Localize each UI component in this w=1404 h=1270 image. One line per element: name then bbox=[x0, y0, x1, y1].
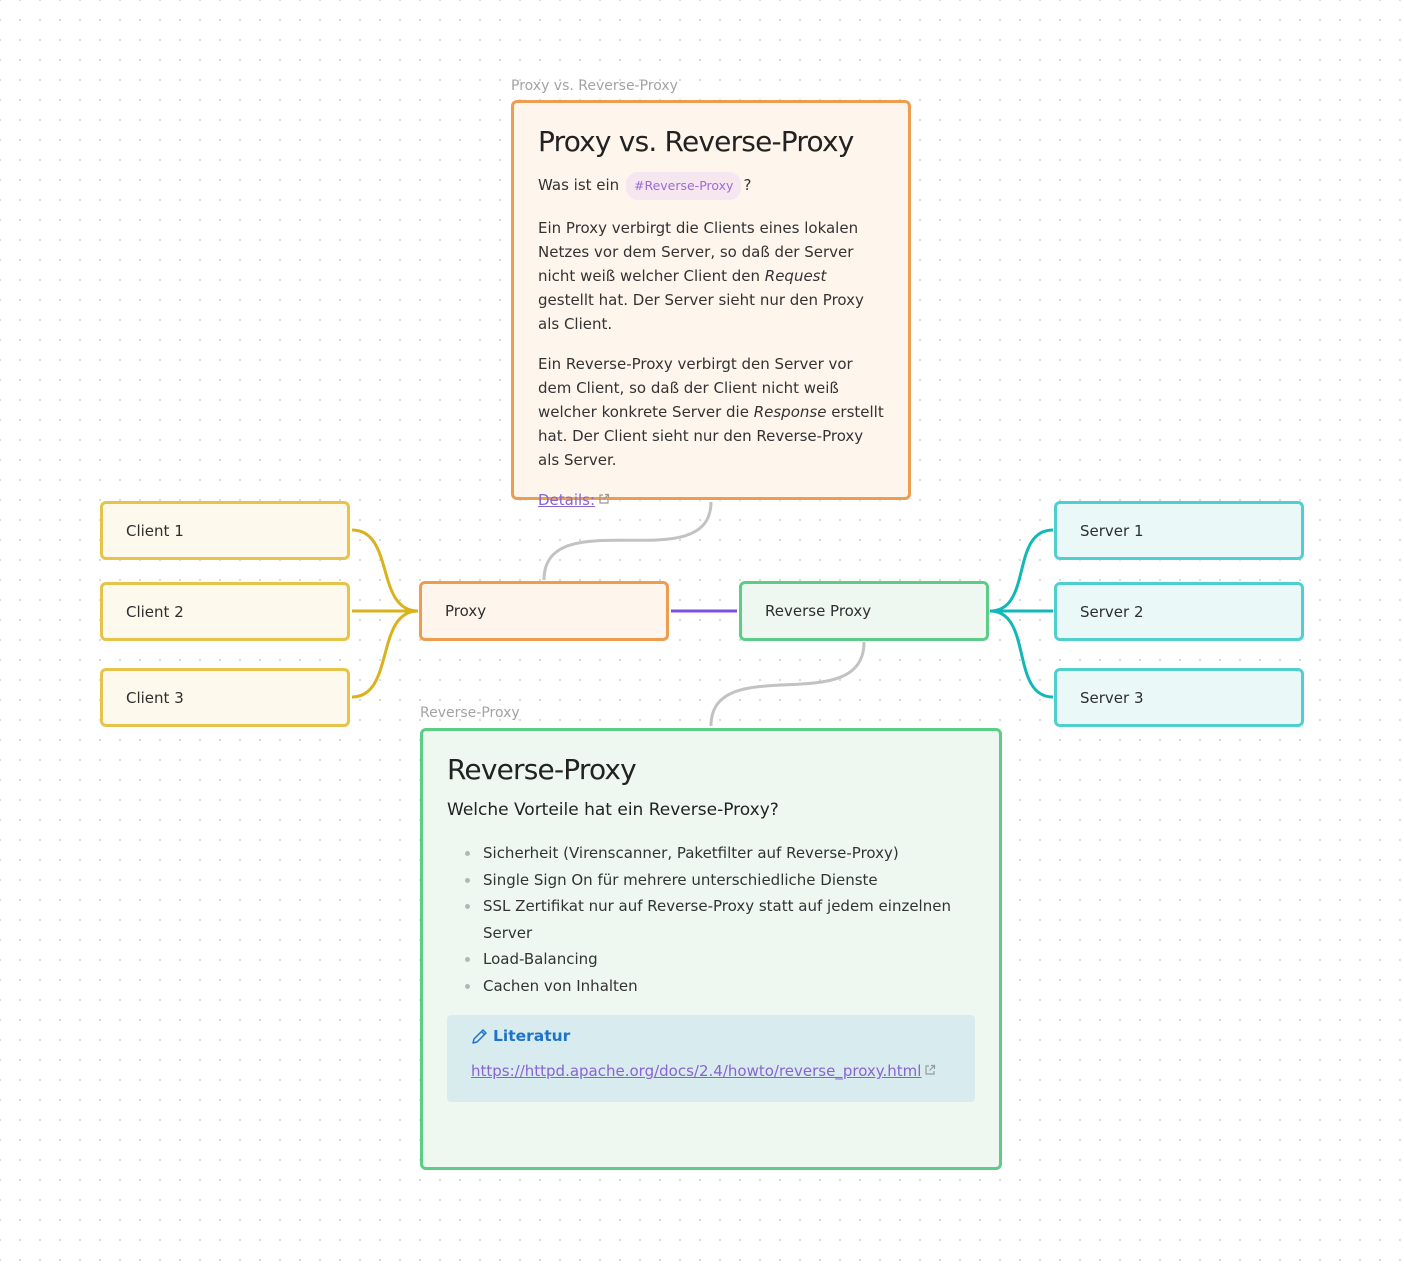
details-row: Details: bbox=[538, 488, 884, 512]
p1-text-b: gestellt hat. Der Server sieht nur den P… bbox=[538, 291, 864, 333]
list-item: Load-Balancing bbox=[465, 946, 975, 973]
edge-client3-proxy bbox=[351, 609, 419, 699]
question-suffix: ? bbox=[743, 176, 752, 194]
tag-reverse-proxy[interactable]: #Reverse-Proxy bbox=[625, 172, 742, 200]
edge-client1-proxy bbox=[351, 528, 419, 613]
node-server-1-label: Server 1 bbox=[1080, 521, 1144, 540]
details-link[interactable]: Details: bbox=[538, 491, 596, 509]
node-server-1[interactable]: Server 1 bbox=[1054, 501, 1304, 560]
card-top-title: Proxy vs. Reverse-Proxy bbox=[538, 125, 854, 158]
node-server-2[interactable]: Server 2 bbox=[1054, 582, 1304, 641]
edge-reverse-proxy-server3 bbox=[989, 609, 1054, 699]
literature-callout: Literatur https://httpd.apache.org/docs/… bbox=[447, 1015, 975, 1102]
node-proxy[interactable]: Proxy bbox=[419, 581, 669, 641]
callout-link-row: https://httpd.apache.org/docs/2.4/howto/… bbox=[471, 1061, 951, 1080]
list-item: Cachen von Inhalten bbox=[465, 973, 975, 1000]
list-item: Sicherheit (Virenscanner, Paketfilter au… bbox=[465, 840, 975, 867]
card-top-paragraph-2: Ein Reverse-Proxy verbirgt den Server vo… bbox=[538, 352, 884, 472]
node-server-3-label: Server 3 bbox=[1080, 688, 1144, 707]
node-client-2[interactable]: Client 2 bbox=[100, 582, 350, 641]
node-server-2-label: Server 2 bbox=[1080, 602, 1144, 621]
external-link-icon bbox=[599, 493, 610, 504]
node-client-1-label: Client 1 bbox=[126, 521, 184, 540]
card-reverse-proxy[interactable]: Reverse-Proxy Welche Vorteile hat ein Re… bbox=[420, 728, 1002, 1170]
node-client-3[interactable]: Client 3 bbox=[100, 668, 350, 727]
pencil-icon bbox=[472, 1028, 487, 1044]
edge-reverse-proxy-server1 bbox=[989, 528, 1054, 613]
card-proxy-vs-reverse-proxy[interactable]: Proxy vs. Reverse-Proxy Was ist ein #Rev… bbox=[511, 100, 911, 509]
node-client-1[interactable]: Client 1 bbox=[100, 501, 350, 560]
card-top-paragraph-1: Ein Proxy verbirgt die Clients eines lok… bbox=[538, 216, 884, 336]
p2-text-a: Ein Reverse-Proxy verbirgt den Server vo… bbox=[538, 355, 853, 421]
p1-text-a: Ein Proxy verbirgt die Clients eines lok… bbox=[538, 219, 859, 285]
edge-reverse-proxy-card-bottom bbox=[709, 641, 866, 727]
group-label-top: Proxy vs. Reverse-Proxy bbox=[511, 78, 678, 94]
advantages-list: Sicherheit (Virenscanner, Paketfilter au… bbox=[447, 840, 975, 999]
card-bottom-subtitle: Welche Vorteile hat ein Reverse-Proxy? bbox=[447, 800, 779, 820]
question-prefix: Was ist ein bbox=[538, 176, 620, 194]
node-client-3-label: Client 3 bbox=[126, 688, 184, 707]
node-server-3[interactable]: Server 3 bbox=[1054, 668, 1304, 727]
list-item: Single Sign On für mehrere unterschiedli… bbox=[465, 867, 975, 894]
callout-title: Literatur bbox=[493, 1027, 571, 1045]
list-item: SSL Zertifikat nur auf Reverse-Proxy sta… bbox=[465, 893, 975, 946]
node-reverse-proxy-label: Reverse Proxy bbox=[765, 602, 872, 620]
node-proxy-label: Proxy bbox=[445, 602, 487, 620]
card-bottom-title: Reverse-Proxy bbox=[447, 753, 637, 786]
external-link-icon bbox=[925, 1064, 936, 1075]
p2-text-b: erstellt hat. Der Client sieht nur den R… bbox=[538, 403, 884, 469]
p1-emphasis: Request bbox=[764, 267, 827, 285]
node-client-2-label: Client 2 bbox=[126, 602, 184, 621]
node-reverse-proxy[interactable]: Reverse Proxy bbox=[739, 581, 989, 641]
p2-emphasis: Response bbox=[753, 403, 827, 421]
edge-proxy-card-top bbox=[542, 501, 713, 581]
group-label-bottom: Reverse-Proxy bbox=[420, 705, 520, 721]
callout-title-row: Literatur bbox=[471, 1027, 951, 1045]
literature-link[interactable]: https://httpd.apache.org/docs/2.4/howto/… bbox=[471, 1062, 922, 1080]
card-top-question: Was ist ein #Reverse-Proxy? bbox=[538, 172, 884, 200]
